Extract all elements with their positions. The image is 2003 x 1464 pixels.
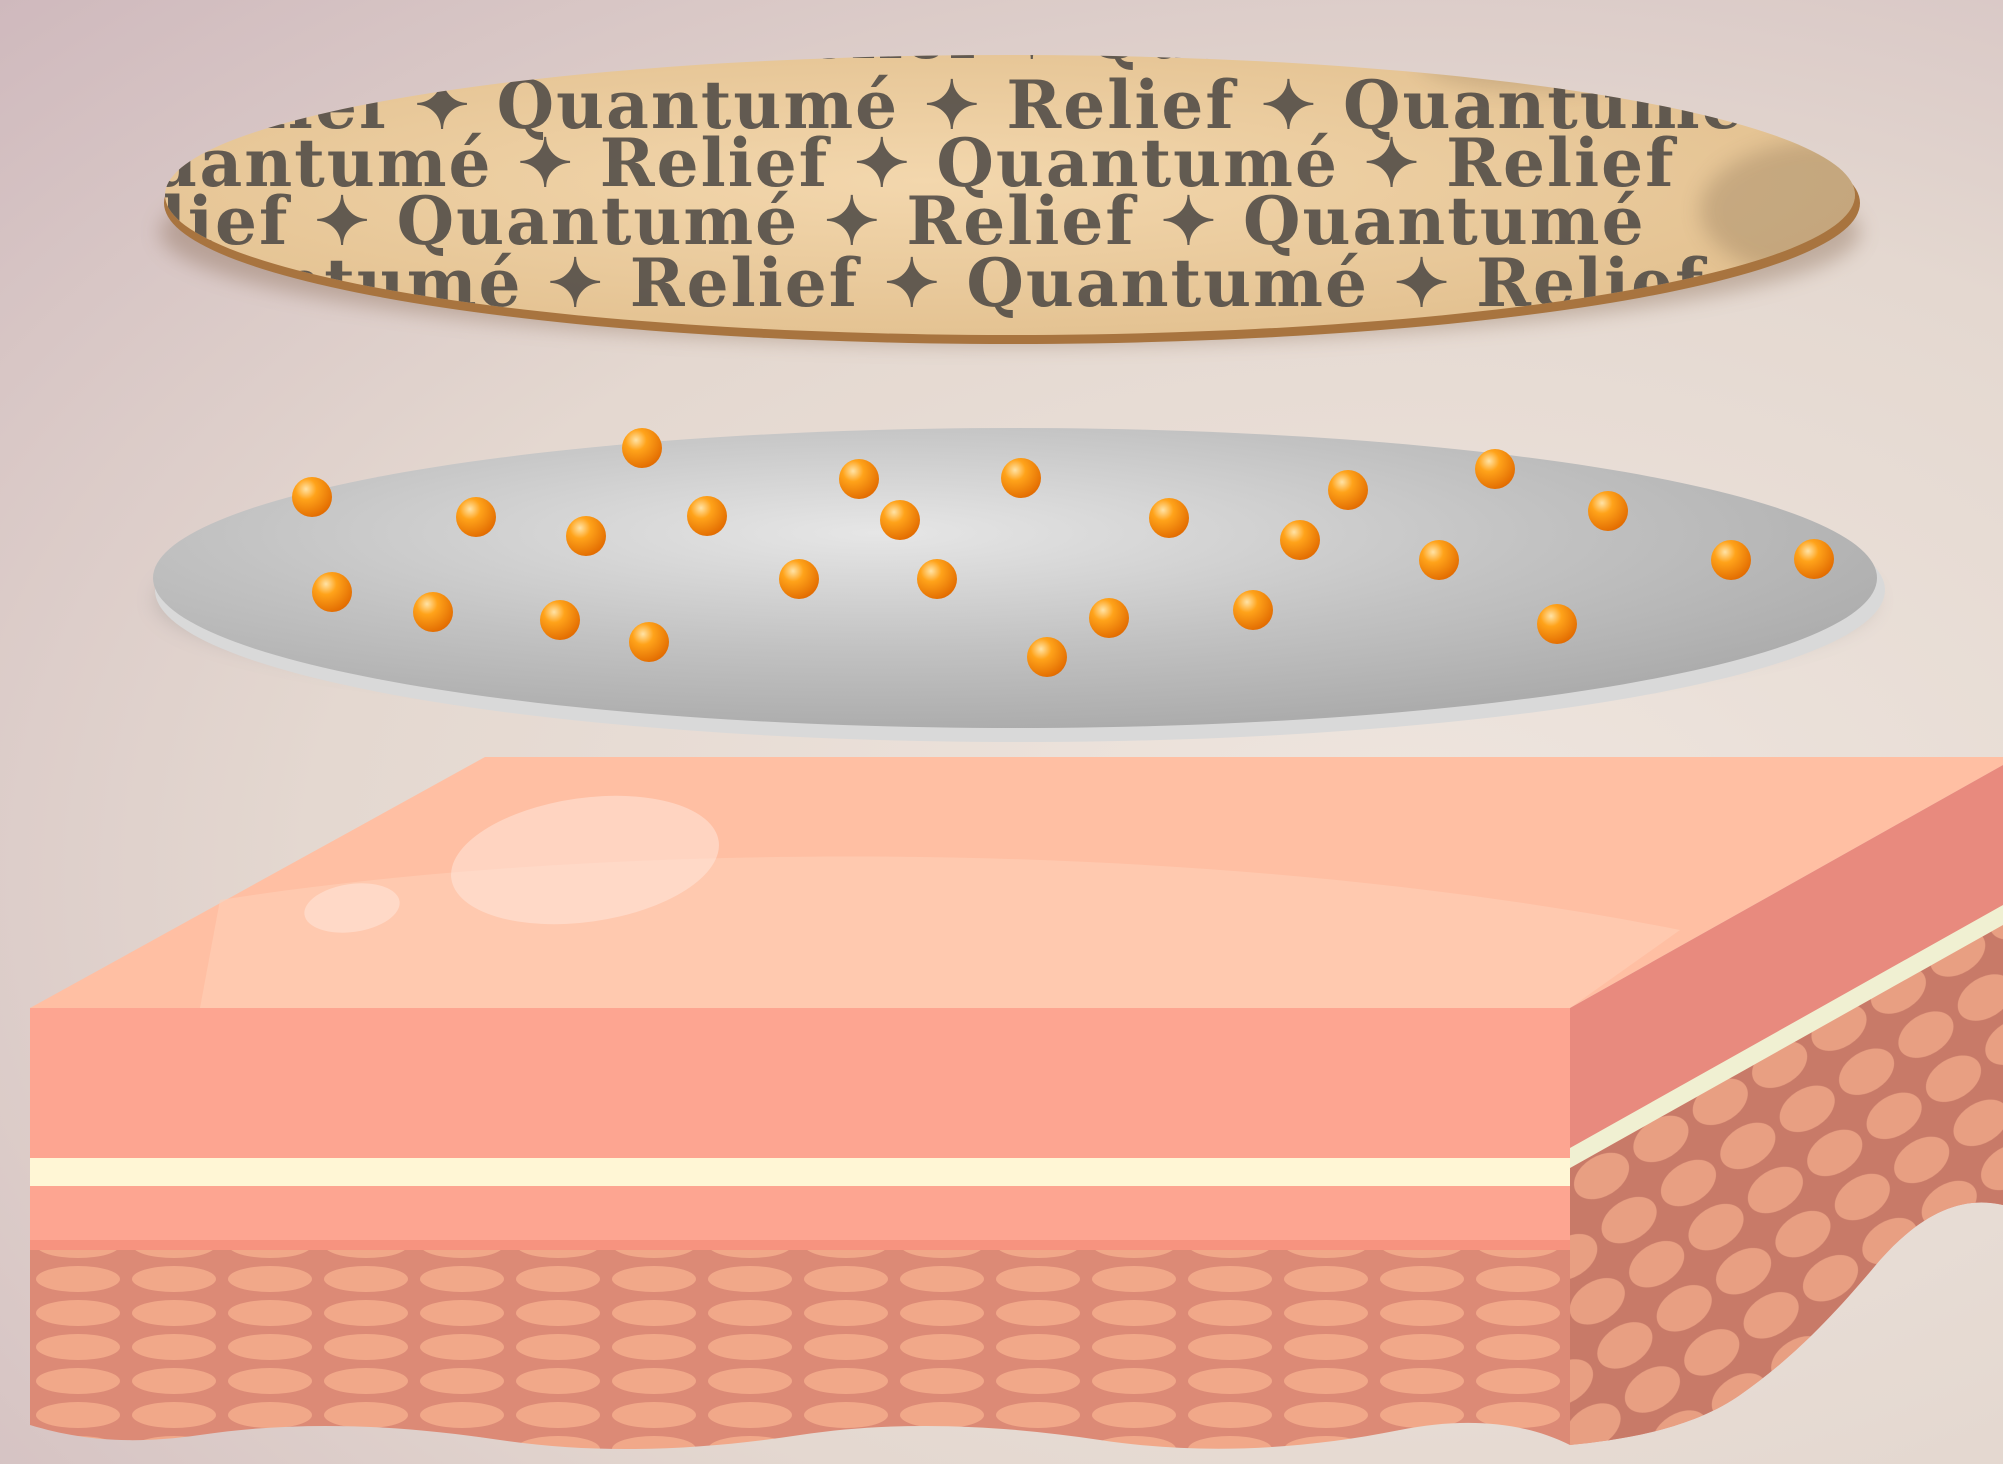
drug-particle — [687, 496, 727, 536]
drug-particle — [1419, 540, 1459, 580]
drug-particle — [779, 559, 819, 599]
dermis-cells — [30, 1250, 1570, 1450]
drug-reservoir-film — [153, 428, 1885, 742]
patch-text-row: Quantumé ✦ Relief ✦ Quantumé ✦ Relief — [240, 0, 1827, 74]
drug-particle — [413, 592, 453, 632]
drug-particle — [1233, 590, 1273, 630]
drug-particle — [540, 600, 580, 640]
patch-text-pattern: Quantumé ✦ Relief ✦ Quantumé ✦ Relief Re… — [60, 0, 1960, 322]
drug-particle — [629, 622, 669, 662]
skin-layers — [30, 757, 2003, 1450]
drug-particle — [1537, 604, 1577, 644]
adhesive-patch: Quantumé ✦ Relief ✦ Quantumé ✦ Relief Re… — [60, 0, 1960, 344]
drug-particle — [917, 559, 957, 599]
drug-particle — [1475, 449, 1515, 489]
drug-particle — [1027, 637, 1067, 677]
drug-particle — [1588, 491, 1628, 531]
patch-text-row: Quantumé ✦ Relief ✦ Quantumé ✦ Relief — [120, 244, 1707, 322]
drug-particle — [880, 500, 920, 540]
drug-particle — [1328, 470, 1368, 510]
basal-layer-line — [30, 1158, 1570, 1186]
drug-particle — [312, 572, 352, 612]
drug-particle — [839, 459, 879, 499]
drug-particle — [1794, 539, 1834, 579]
epidermis-layer — [30, 1008, 1570, 1250]
drug-particle — [292, 477, 332, 517]
drug-particle — [1089, 598, 1129, 638]
drug-particle — [456, 497, 496, 537]
drug-particle — [566, 516, 606, 556]
drug-particle — [1711, 540, 1751, 580]
drug-particle — [1001, 458, 1041, 498]
drug-particle — [622, 428, 662, 468]
drug-particle — [1149, 498, 1189, 538]
drug-particle — [1280, 520, 1320, 560]
